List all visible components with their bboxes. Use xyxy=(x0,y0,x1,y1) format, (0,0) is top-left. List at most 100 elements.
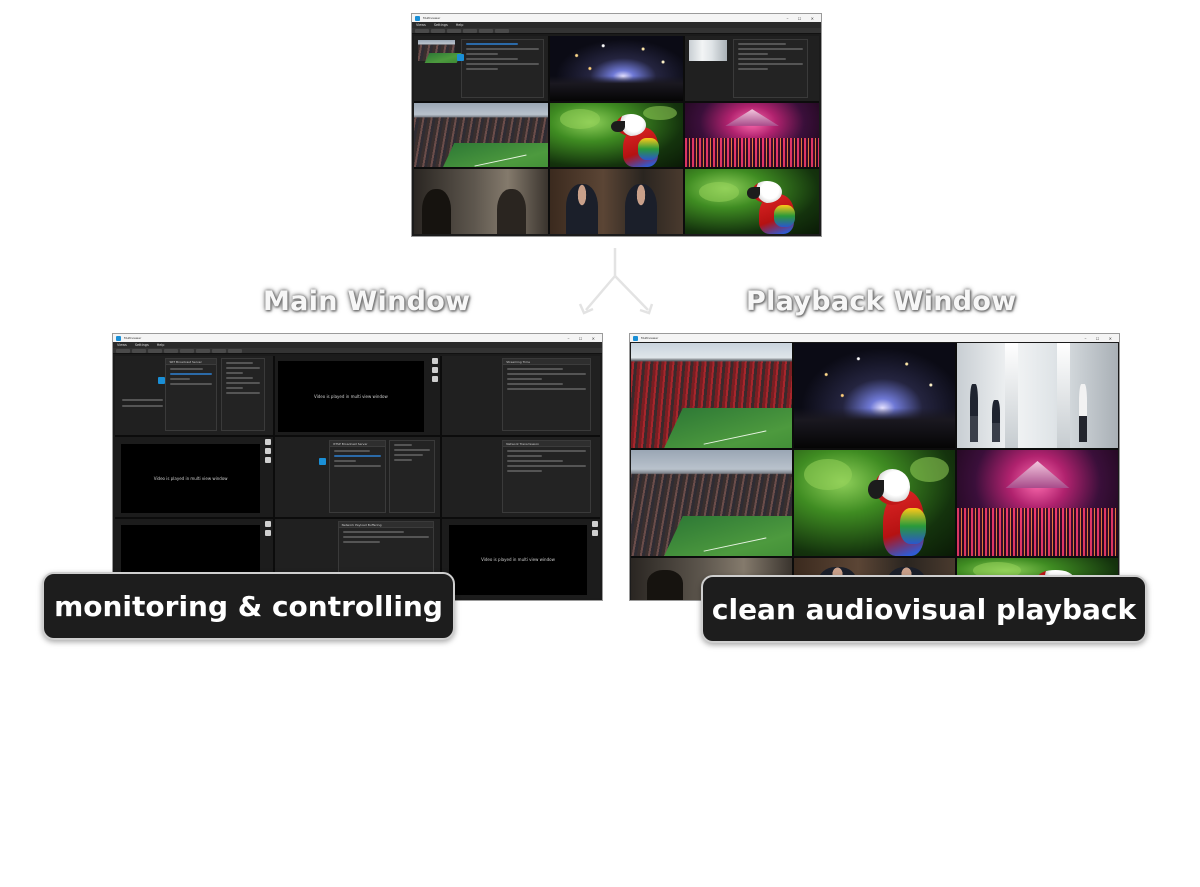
main-window: Multiviewer – ☐ ✕ Views Settings Help SR… xyxy=(112,333,603,601)
tile-controls xyxy=(264,520,272,536)
video-tile-office[interactable] xyxy=(957,343,1118,449)
record-button[interactable] xyxy=(157,376,165,384)
overview-menubar: Views Settings Help xyxy=(412,22,821,28)
video-tile-drama[interactable] xyxy=(549,169,684,234)
app-logo-icon xyxy=(633,335,638,341)
add-icon[interactable] xyxy=(264,439,271,446)
video-tile-festival[interactable] xyxy=(957,450,1118,556)
main-menubar: Views Settings Help xyxy=(113,342,602,348)
overview-titlebar: Multiviewer – ☐ ✕ xyxy=(412,14,821,22)
toolbar-button[interactable] xyxy=(196,349,210,353)
record-button[interactable] xyxy=(319,457,327,465)
add-icon[interactable] xyxy=(264,520,271,527)
preview-thumbnail xyxy=(418,39,462,63)
pause-icon[interactable] xyxy=(432,376,439,382)
toolbar-button[interactable] xyxy=(463,29,477,33)
video-tile-stadium[interactable] xyxy=(414,102,548,168)
streaming-time-label: Streaming Time xyxy=(503,359,590,366)
rtsp-server-pane: RTSP Broadcast Server xyxy=(329,439,386,513)
toolbar-button[interactable] xyxy=(164,349,178,353)
blank-tile-message: Video is played in multi view window xyxy=(313,393,388,399)
overview-title: Multiviewer xyxy=(423,16,441,20)
video-tile-festival[interactable] xyxy=(685,102,819,168)
control-pane-tile[interactable]: Network Transmission xyxy=(442,437,600,517)
playback-tile-grid xyxy=(631,343,1118,600)
playback-window: Multiviewer – ☐ ✕ xyxy=(629,333,1120,601)
record-icon[interactable] xyxy=(432,367,439,373)
control-pane-tile[interactable]: RTSP Broadcast Server xyxy=(274,437,441,517)
menu-help[interactable]: Help xyxy=(455,23,464,27)
control-pane-tile[interactable]: SRT Broadcast Server xyxy=(115,356,273,436)
pause-icon[interactable] xyxy=(264,457,271,464)
video-tile-blank[interactable]: Video is played in multi view window xyxy=(442,518,600,598)
control-pane-tile[interactable]: Streaming Time xyxy=(442,356,600,436)
main-window-title: Multiviewer xyxy=(124,336,142,340)
main-toolbar xyxy=(113,348,602,354)
menu-help[interactable]: Help xyxy=(156,343,165,347)
window-controls-icon[interactable]: – ☐ ✕ xyxy=(786,15,818,21)
app-logo-icon xyxy=(116,335,121,341)
record-icon[interactable] xyxy=(592,529,598,536)
payload-buffering-label: Network Payload Buffering xyxy=(338,522,433,529)
window-controls-icon[interactable]: – ☐ ✕ xyxy=(1084,335,1116,341)
main-titlebar: Multiviewer – ☐ ✕ xyxy=(113,334,602,342)
video-tile-concert[interactable] xyxy=(794,343,955,449)
menu-settings[interactable]: Settings xyxy=(433,23,448,27)
network-transmission-label: Network Transmission xyxy=(503,440,590,447)
menu-views[interactable]: Views xyxy=(416,23,426,27)
video-tile-parrot[interactable] xyxy=(794,450,955,556)
stats-pane: Streaming Time xyxy=(502,358,591,432)
srt-pane xyxy=(460,38,544,99)
control-pane-tile[interactable] xyxy=(414,36,548,101)
recording-pane xyxy=(388,439,436,513)
blank-tile-message: Video is played in multi view window xyxy=(153,476,228,482)
video-tile-blank[interactable]: Video is played in multi view window xyxy=(115,437,273,517)
add-icon[interactable] xyxy=(432,358,439,364)
video-tile-blank[interactable]: Video is played in multi view window xyxy=(274,356,441,436)
toolbar-button[interactable] xyxy=(431,29,445,33)
menu-settings[interactable]: Settings xyxy=(134,343,149,347)
toolbar-button[interactable] xyxy=(148,349,162,353)
control-pane-tile[interactable] xyxy=(685,36,819,101)
video-tile-studio[interactable] xyxy=(414,169,548,234)
overview-toolbar xyxy=(412,28,821,34)
toolbar-button[interactable] xyxy=(447,29,461,33)
settings-pane xyxy=(220,358,265,432)
toolbar-button[interactable] xyxy=(228,349,242,353)
split-arrows-icon xyxy=(578,248,654,315)
stats-pane xyxy=(733,38,809,99)
rtsp-server-title: RTSP Broadcast Server xyxy=(330,440,385,447)
video-tile-stadium[interactable] xyxy=(631,450,792,556)
toolbar-button[interactable] xyxy=(415,29,429,33)
video-tile-concert[interactable] xyxy=(549,36,684,101)
main-window-heading: Main Window xyxy=(263,286,471,317)
network-pane: Network Transmission xyxy=(502,439,591,513)
playback-titlebar: Multiviewer – ☐ ✕ xyxy=(630,334,1119,342)
video-tile-parrot[interactable] xyxy=(685,169,819,234)
tile-controls xyxy=(264,439,272,464)
app-logo-icon xyxy=(415,15,420,21)
playback-callout-text: clean audiovisual playback xyxy=(711,592,1137,626)
playback-window-title: Multiviewer xyxy=(641,336,659,340)
video-tile-stadium-red[interactable] xyxy=(631,343,792,449)
add-icon[interactable] xyxy=(592,520,598,527)
toolbar-button[interactable] xyxy=(479,29,493,33)
record-icon[interactable] xyxy=(264,529,271,536)
window-controls-icon[interactable]: – ☐ ✕ xyxy=(567,335,599,341)
toolbar-button[interactable] xyxy=(495,29,509,33)
playback-callout: clean audiovisual playback xyxy=(701,575,1147,643)
toolbar-button[interactable] xyxy=(180,349,194,353)
record-icon[interactable] xyxy=(264,448,271,455)
toolbar-button[interactable] xyxy=(132,349,146,353)
monitoring-callout: monitoring & controlling xyxy=(42,572,455,640)
overview-window: Multiviewer – ☐ ✕ Views Settings Help xyxy=(411,13,822,237)
record-button[interactable] xyxy=(456,54,464,62)
toolbar-button[interactable] xyxy=(212,349,226,353)
blank-tile-message: Video is played in multi view window xyxy=(481,557,555,563)
playback-window-heading: Playback Window xyxy=(746,286,1017,317)
toolbar-button[interactable] xyxy=(116,349,130,353)
video-tile-parrot[interactable] xyxy=(549,102,684,168)
overview-tile-grid xyxy=(414,36,819,234)
menu-views[interactable]: Views xyxy=(117,343,127,347)
tile-controls xyxy=(432,358,439,382)
